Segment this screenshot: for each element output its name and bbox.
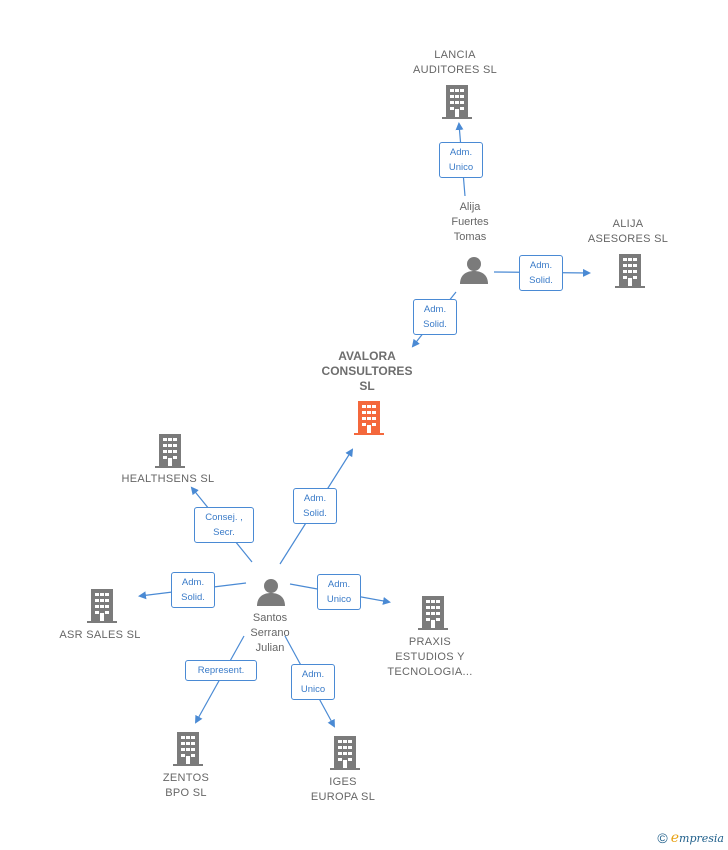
node-label-alija-person[interactable]: Alija Fuertes Tomas [451, 201, 489, 243]
edge-label-santos-praxis[interactable]: Adm. Unico [317, 574, 361, 610]
node-label-alija-asesores[interactable]: ALIJA ASESORES SL [587, 218, 669, 245]
building-icon[interactable] [87, 589, 117, 623]
building-icon[interactable] [354, 401, 384, 435]
building-icon[interactable] [615, 254, 645, 288]
copyright-symbol: © [657, 830, 668, 846]
edge-label-alija-avalora[interactable]: Adm. Solid. [413, 299, 457, 335]
building-icon[interactable] [442, 85, 472, 119]
node-label-healthsens[interactable]: HEALTHSENS SL [121, 473, 215, 485]
node-label-iges[interactable]: IGES EUROPA SL [310, 776, 376, 803]
building-icon[interactable] [330, 736, 360, 770]
person-icon[interactable] [256, 578, 286, 606]
edge-label-santos-iges[interactable]: Adm. Unico [291, 664, 335, 700]
brand-name: mpresia [679, 832, 724, 845]
building-icon[interactable] [173, 732, 203, 766]
node-label-lancia[interactable]: LANCIA AUDITORES SL [412, 49, 498, 76]
brand-initial: e [670, 830, 680, 846]
footer-brand: © empresia [657, 830, 724, 846]
building-icon[interactable] [418, 596, 448, 630]
node-label-zentos[interactable]: ZENTOS BPO SL [162, 772, 210, 799]
person-icon[interactable] [459, 256, 489, 284]
node-label-avalora[interactable]: AVALORA CONSULTORES SL [321, 349, 413, 393]
node-label-santos[interactable]: Santos Serrano Julian [250, 612, 290, 654]
edge-label-santos-asr[interactable]: Adm. Solid. [171, 572, 215, 608]
node-label-asr[interactable]: ASR SALES SL [59, 629, 141, 641]
node-label-praxis[interactable]: PRAXIS ESTUDIOS Y TECNOLOGIA... [387, 636, 473, 678]
edge-label-alija-lancia[interactable]: Adm. Unico [439, 142, 483, 178]
edge-label-santos-avalora[interactable]: Adm. Solid. [293, 488, 337, 524]
building-icon[interactable] [155, 434, 185, 468]
edge-label-alija-asesores[interactable]: Adm. Solid. [519, 255, 563, 291]
edge-label-santos-healthsens[interactable]: Consej. , Secr. [194, 507, 254, 543]
edge-label-santos-zentos[interactable]: Represent. [185, 660, 257, 681]
